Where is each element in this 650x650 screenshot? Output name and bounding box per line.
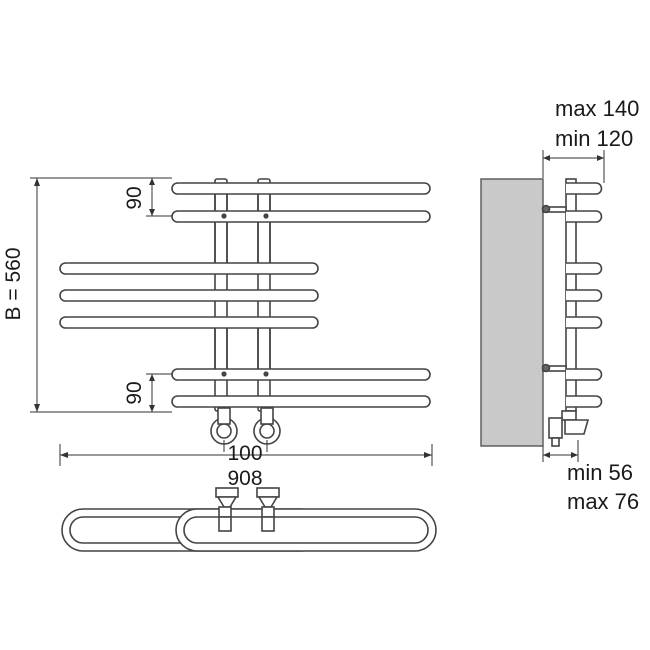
axis-spacing-label: 100 (227, 442, 262, 465)
side-bar-ends (566, 182, 603, 408)
side-dimension-arrows (543, 155, 604, 458)
top-view (61, 487, 437, 552)
front-view (59, 178, 431, 445)
max-depth-bottom-label: max 76 (567, 489, 639, 514)
side-view (480, 178, 603, 447)
mount-points (221, 213, 269, 377)
min-depth-bottom-label: min 56 (567, 460, 633, 485)
min-depth-top-label: min 120 (555, 126, 633, 151)
total-width-label: 908 (227, 467, 262, 490)
dimension-arrows (34, 178, 432, 458)
horizontal-bars (59, 182, 431, 408)
front-dimensions (30, 177, 433, 466)
top-spacing-label: 90 (123, 186, 146, 209)
height-dimension-label: B = 560 (2, 248, 25, 321)
wall (480, 178, 544, 447)
max-depth-top-label: max 140 (555, 96, 639, 121)
top-view-valves (215, 487, 280, 532)
collector-overlay (214, 194, 271, 369)
front-valves (210, 407, 281, 445)
side-valve (548, 410, 590, 447)
bottom-spacing-label: 90 (123, 381, 146, 404)
